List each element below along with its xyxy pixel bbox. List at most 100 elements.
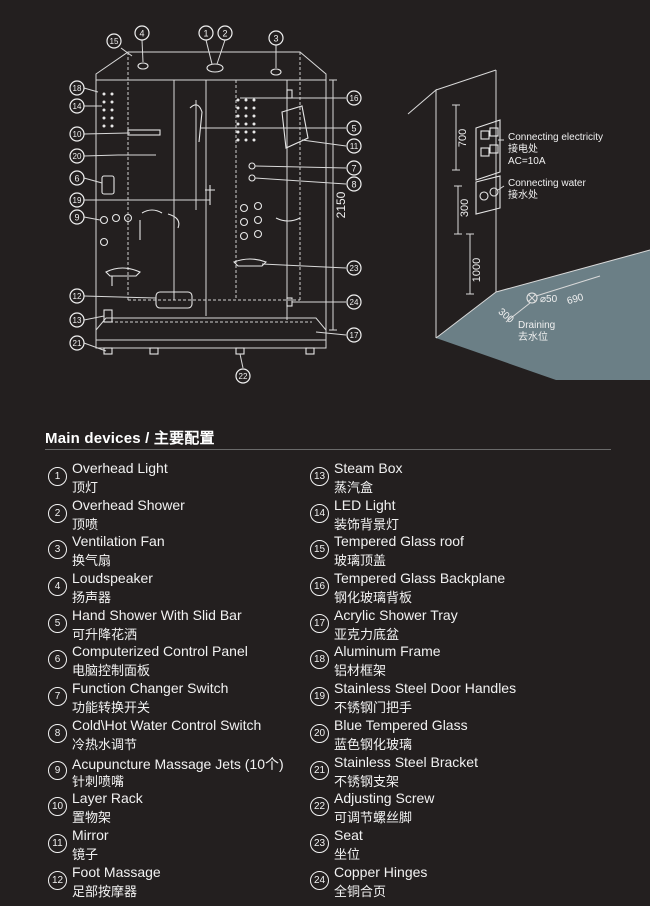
device-number-badge: 4: [48, 577, 67, 597]
callout-18: 18: [69, 80, 85, 96]
device-name-en: Cold\Hot Water Control Switch: [72, 716, 262, 733]
device-name-en: Function Changer Switch: [72, 680, 229, 697]
device-name-zh: 亚克力底盆: [334, 626, 400, 642]
device-name-zh: 蓝色钢化玻璃: [334, 736, 413, 752]
device-number-badge: 13: [310, 467, 329, 486]
device-name-zh: 可升降花洒: [72, 626, 138, 642]
svg-text:4: 4: [139, 29, 144, 39]
svg-text:24: 24: [350, 298, 359, 307]
dim-1000-label: 1000: [471, 258, 483, 282]
water-label-zh: 接水处: [508, 188, 538, 201]
device-number-badge: 6: [48, 650, 67, 670]
device-name-zh: 电脑控制面板: [72, 663, 151, 679]
device-number-badge: 19: [310, 687, 329, 707]
callout-23: 23: [346, 260, 362, 276]
callout-1: 1: [198, 25, 214, 41]
device-name-zh: 可调节螺丝脚: [334, 810, 413, 826]
callout-15: 15: [106, 33, 122, 49]
svg-text:16: 16: [350, 94, 359, 103]
svg-text:17: 17: [350, 331, 359, 340]
callout-22: 22: [235, 368, 251, 384]
height-dimension-label: 2150: [334, 191, 348, 218]
electricity-label-zh: 接电处: [508, 142, 538, 155]
device-number-badge: 14: [310, 503, 329, 523]
callout-markers: 1 2 3 4 5 6 7 8 9 10 11 12 13 14 15 16 1…: [69, 25, 362, 384]
callout-19: 19: [69, 192, 85, 208]
floor-tile: [436, 250, 650, 380]
device-name-en: Blue Tempered Glass: [334, 716, 468, 733]
device-name-zh: 不锈钢门把手: [334, 700, 413, 716]
dim-300-vertical-label: 300: [459, 199, 471, 217]
device-item: 12 Foot Massage 足部按摩器: [48, 862, 338, 899]
callout-6: 6: [69, 170, 85, 186]
svg-text:3: 3: [273, 34, 278, 44]
device-name-en: Mirror: [72, 826, 109, 843]
device-name-en: Foot Massage: [72, 863, 161, 880]
device-item: 22 Adjusting Screw 可调节螺丝脚: [310, 788, 600, 825]
svg-text:1: 1: [203, 29, 208, 39]
drain-label-zh: 去水位: [518, 330, 548, 343]
device-number-badge: 10: [48, 797, 67, 817]
device-number-badge: 22: [310, 797, 329, 817]
callout-9: 9: [69, 209, 85, 225]
device-name-zh: 足部按摩器: [72, 883, 138, 899]
callout-10: 10: [69, 126, 85, 142]
svg-text:2: 2: [222, 29, 227, 39]
svg-text:14: 14: [73, 102, 82, 111]
heading-divider: [45, 449, 611, 450]
callout-13: 13: [69, 312, 85, 328]
device-name-zh: 全铜合页: [334, 883, 387, 899]
device-name-zh: 镜子: [72, 846, 99, 862]
device-name-en: Tempered Glass roof: [334, 533, 464, 550]
device-name-en: Adjusting Screw: [334, 790, 435, 807]
device-number-badge: 12: [48, 870, 67, 890]
device-number-badge: 24: [310, 870, 329, 890]
device-name-zh: 装饰背景灯: [334, 516, 400, 532]
device-name-en: Computerized Control Panel: [72, 643, 248, 660]
device-name-en: Stainless Steel Door Handles: [334, 680, 517, 697]
device-name-en: Acupuncture Massage Jets (10个): [72, 755, 284, 772]
callout-21: 21: [69, 335, 85, 351]
device-number-badge: 9: [48, 760, 67, 780]
svg-text:6: 6: [74, 174, 79, 184]
callout-4: 4: [134, 25, 150, 41]
svg-text:13: 13: [73, 316, 82, 325]
device-name-en: Acrylic Shower Tray: [334, 606, 458, 623]
callout-7: 7: [346, 160, 362, 176]
device-name-en: Layer Rack: [72, 790, 143, 807]
svg-text:21: 21: [73, 339, 82, 348]
device-name-zh: 不锈钢支架: [334, 773, 400, 789]
callout-16: 16: [346, 90, 362, 106]
callout-8: 8: [346, 176, 362, 192]
callout-11: 11: [346, 138, 362, 154]
device-name-en: Seat: [334, 826, 363, 843]
svg-text:15: 15: [110, 37, 119, 46]
callout-3: 3: [268, 30, 284, 46]
callout-12: 12: [69, 288, 85, 304]
device-number-badge: 7: [48, 687, 67, 707]
device-name-zh: 冷热水调节: [72, 736, 138, 752]
device-name-zh: 顶灯: [72, 480, 99, 495]
svg-text:8: 8: [351, 180, 356, 190]
drain-diameter-label: ⌀50: [540, 294, 558, 305]
device-number-badge: 11: [48, 833, 67, 853]
device-name-en: Stainless Steel Bracket: [334, 753, 478, 770]
device-name-zh: 针刺喷嘴: [72, 773, 125, 789]
device-number-badge: 16: [310, 577, 329, 597]
device-name-en: Hand Shower With Slid Bar: [72, 606, 242, 623]
water-label: Connecting water: [508, 178, 586, 189]
svg-text:19: 19: [73, 196, 82, 205]
